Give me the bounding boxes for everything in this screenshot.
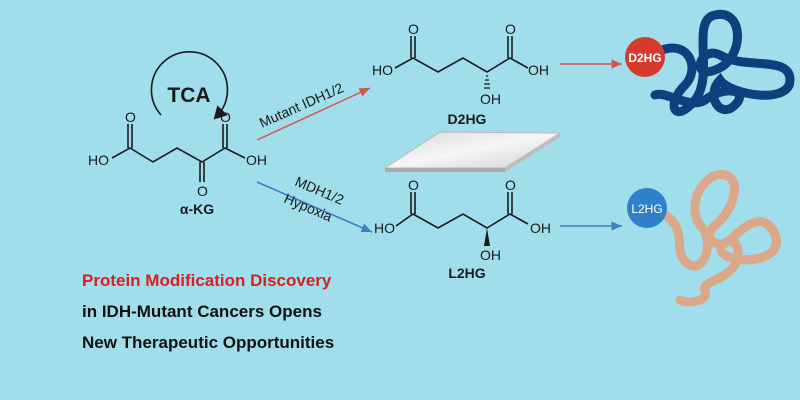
atom-label: OH <box>480 247 501 263</box>
l2hg-badge: L2HG <box>627 188 667 228</box>
atom-label: HO <box>374 220 395 236</box>
tca-cycle: TCA <box>150 51 229 120</box>
atom-label: O <box>125 109 136 125</box>
atom-label: O <box>408 177 419 193</box>
l2hg-modified-protein <box>660 170 781 307</box>
d2hg-label: D2HG <box>448 111 487 127</box>
d2hg-modified-protein <box>650 9 795 117</box>
l2hg-badge-label: L2HG <box>631 202 662 216</box>
surface-plate <box>383 131 562 172</box>
atom-label: O <box>505 177 516 193</box>
atom-label: O <box>408 21 419 37</box>
headline-line-3: New Therapeutic Opportunities <box>82 333 335 352</box>
cycle-arrow-icon <box>150 51 229 120</box>
d2hg-badge-label: D2HG <box>628 51 661 65</box>
d2hg-badge: D2HG <box>625 37 665 77</box>
mdh-arrow <box>256 181 373 233</box>
atom-label: O <box>505 21 516 37</box>
tca-label: TCA <box>167 84 210 107</box>
headline-line-1: Protein Modification Discovery <box>82 271 332 290</box>
atom-label: O <box>220 109 231 125</box>
atom-label: OH <box>246 152 267 168</box>
atom-label: OH <box>530 220 551 236</box>
l2hg-structure: HO O O OH OH L2HG <box>374 177 551 281</box>
atom-label: OH <box>528 62 549 78</box>
d2hg-structure: HO O O OH OH D2HG <box>372 21 549 127</box>
l2hg-label: L2HG <box>448 265 485 281</box>
alpha-kg-label: α-KG <box>180 201 214 217</box>
alpha-kg-structure: HO O O O OH α-KG <box>88 109 267 217</box>
atom-label: HO <box>88 152 109 168</box>
mutant-idh-arrow <box>256 87 371 141</box>
headline-line-2: in IDH-Mutant Cancers Opens <box>82 302 322 321</box>
atom-label: HO <box>372 62 393 78</box>
atom-label: OH <box>480 91 501 107</box>
atom-label: O <box>197 183 208 199</box>
